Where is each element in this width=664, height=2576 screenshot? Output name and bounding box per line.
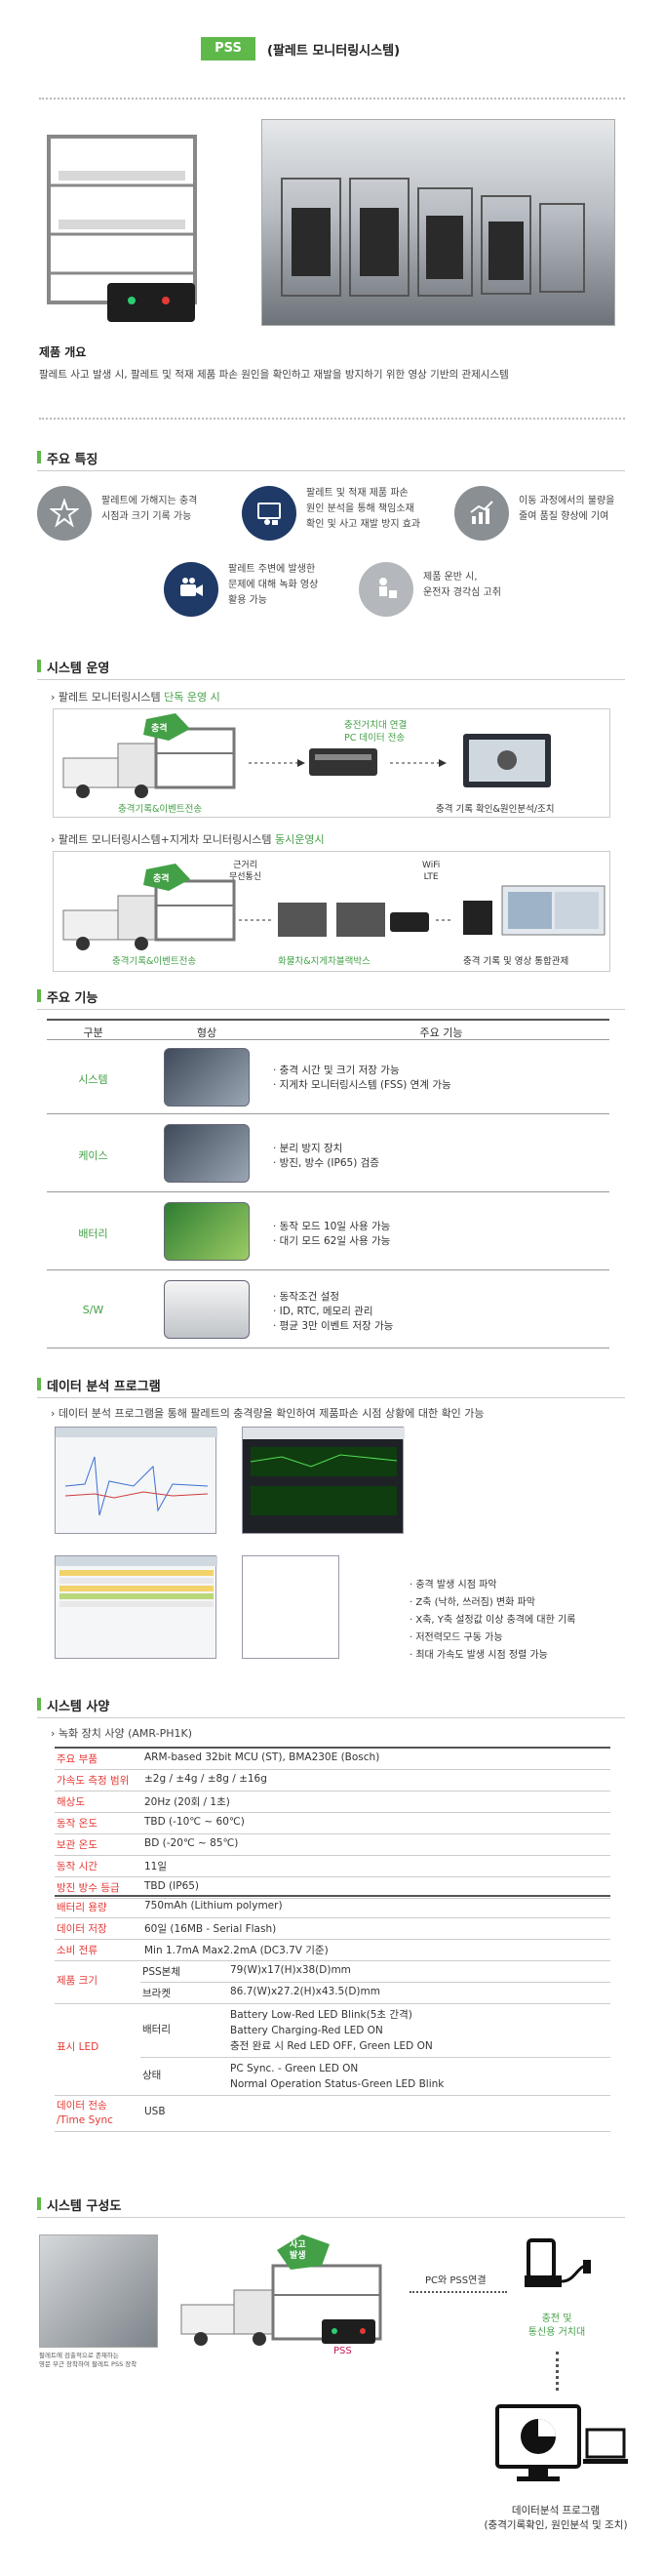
program-label: 데이터분석 프로그램(충격기록확인, 원인분석 및 조치) bbox=[484, 2505, 628, 2531]
analysis-screen-chart bbox=[55, 1427, 217, 1534]
divider bbox=[39, 98, 625, 100]
function-row bbox=[47, 1270, 609, 1348]
function-category: 시스템 bbox=[78, 1073, 108, 1086]
monitor-icon bbox=[242, 486, 296, 541]
operation-mode-2: › 팔레트 모니터링시스템+지게차 모니터링시스템 동시운영시 bbox=[51, 833, 325, 846]
record-label: 충격기록&이벤트전송 bbox=[112, 956, 197, 967]
section-line bbox=[37, 470, 625, 471]
function-category: 케이스 bbox=[78, 1149, 108, 1162]
function-row bbox=[47, 1114, 609, 1192]
link-arrow bbox=[410, 2291, 507, 2293]
result-label: 충격 기록 및 영상 통합관제 bbox=[463, 956, 569, 967]
divider bbox=[39, 418, 625, 420]
analysis-pc-icon bbox=[493, 2400, 630, 2501]
section-line bbox=[37, 1717, 625, 1718]
section-line bbox=[37, 679, 625, 680]
header-badge: PSS bbox=[201, 37, 255, 60]
forklift-label: 화물차&지게차블랙박스 bbox=[278, 956, 371, 967]
pallet-rack-photo bbox=[39, 127, 215, 332]
specs-heading: 시스템 사양 bbox=[37, 1696, 109, 1714]
overview-text: 팔레트 사고 발생 시, 팔레트 및 적재 제품 파손 원인을 확인하고 재발을… bbox=[39, 369, 509, 381]
operation-mode-1: › 팔레트 모니터링시스템 단독 운영 시 bbox=[51, 691, 220, 704]
mounted-pss-photo bbox=[39, 2234, 158, 2348]
analysis-screen-dark bbox=[242, 1427, 405, 1534]
growth-chart-icon bbox=[454, 486, 509, 541]
link-label: PC와 PSS연결 bbox=[425, 2275, 487, 2286]
function-row bbox=[47, 1192, 609, 1270]
spec-row: 데이터 전송/Time Sync USB bbox=[55, 2096, 610, 2132]
function-category: S/W bbox=[82, 1304, 104, 1316]
spec-row: 가속도 측정 범위±2g / ±4g / ±8g / ±16g bbox=[55, 1770, 610, 1791]
function-row bbox=[47, 1040, 609, 1114]
record-label: 충격기록&이벤트전송 bbox=[118, 804, 203, 815]
analysis-screen-list bbox=[242, 1555, 339, 1659]
analysis-desc: › 데이터 분석 프로그램을 통해 팔레트의 충격량을 확인하여 제품파손 시점… bbox=[51, 1407, 485, 1420]
analysis-screen-table bbox=[55, 1555, 217, 1659]
result-label: 충격 기록 확인&원인분석/조치 bbox=[436, 804, 555, 815]
function-lines: · 동작조건 설정· ID, RTC, 메모리 관리· 평균 3만 이벤트 저장… bbox=[273, 1291, 394, 1332]
case-device-image bbox=[164, 1124, 250, 1183]
operation-heading: 시스템 운영 bbox=[37, 658, 109, 676]
function-category: 배터리 bbox=[78, 1228, 108, 1240]
video-camera-icon bbox=[164, 562, 218, 617]
analysis-bullets: · 충격 발생 시점 파악· Z축 (낙하, 쓰러짐) 변화 파악· X축, Y… bbox=[410, 1580, 576, 1661]
warehouse-photo bbox=[261, 119, 615, 326]
system-device-image bbox=[164, 1048, 250, 1107]
col-functions: 주요 기능 bbox=[419, 1026, 463, 1039]
function-lines: · 분리 방지 장치· 방진, 방수 (IP65) 검증 bbox=[273, 1143, 379, 1169]
software-image bbox=[164, 1280, 250, 1339]
features-heading: 주요 특징 bbox=[37, 449, 98, 467]
function-lines: · 동작 모드 10일 사용 가능· 대기 모드 62일 사용 가능 bbox=[273, 1221, 391, 1247]
section-line bbox=[37, 1009, 625, 1010]
battery-image bbox=[164, 1202, 250, 1261]
feature-text-5: 제품 운반 시,운전자 경각심 고취 bbox=[423, 572, 501, 598]
spec-row: 표시 LED 배터리 Battery Low-Red LED Blink(5초 … bbox=[55, 2004, 610, 2096]
functions-header: 구분 형상 주요 기능 bbox=[47, 1019, 609, 1040]
impact-badge: 충격 bbox=[151, 724, 168, 734]
header-title: (팔레트 모니터링시스템) bbox=[267, 44, 401, 59]
overview-heading: 제품 개요 bbox=[39, 345, 87, 359]
config-heading: 시스템 구성도 bbox=[37, 2195, 121, 2214]
impact-icon bbox=[37, 486, 92, 541]
col-shape: 형상 bbox=[196, 1026, 217, 1039]
section-line bbox=[37, 1397, 625, 1398]
vertical-dots bbox=[556, 2352, 559, 2391]
analysis-heading: 데이터 분석 프로그램 bbox=[37, 1376, 161, 1394]
impact-badge: 충격 bbox=[153, 874, 170, 884]
worker-icon bbox=[359, 562, 413, 617]
section-line bbox=[37, 2217, 625, 2218]
function-lines: · 충격 시간 및 크기 저장 가능· 지게차 모니터링시스템 (FSS) 연계… bbox=[273, 1065, 451, 1091]
functions-heading: 주요 기능 bbox=[37, 987, 98, 1006]
pss-label: PSS bbox=[333, 2346, 352, 2356]
specs-sub: › 녹화 장치 사양 (AMR-PH1K) bbox=[51, 1727, 192, 1740]
col-category: 구분 bbox=[83, 1026, 103, 1039]
charger-icon bbox=[517, 2236, 595, 2308]
